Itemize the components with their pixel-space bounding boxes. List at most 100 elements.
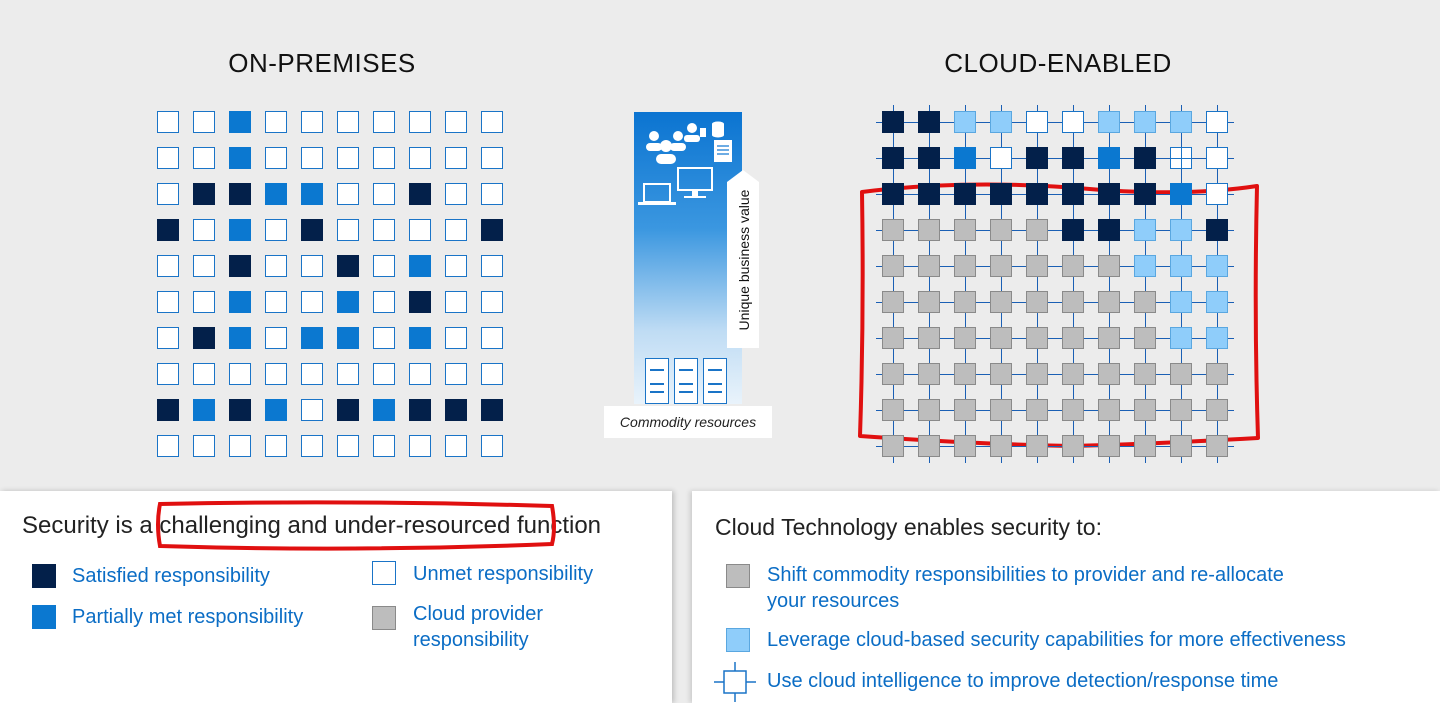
grid-cell: [373, 147, 395, 169]
grid-cell: [229, 363, 251, 385]
grid-cell: [445, 327, 467, 349]
grid-link: [876, 158, 1234, 159]
grid-cell: [1062, 219, 1084, 241]
grid-cell: [1170, 435, 1192, 457]
grid-cell: [301, 219, 323, 241]
grid-link: [1217, 105, 1218, 463]
grid-cell: [265, 147, 287, 169]
grid-cell: [1026, 219, 1048, 241]
grid-cell: [882, 435, 904, 457]
grid-cell: [1098, 219, 1120, 241]
grid-cell: [990, 435, 1012, 457]
value-arrow: [727, 170, 759, 348]
grid-cell: [265, 399, 287, 421]
grid-cell: [337, 291, 359, 313]
grid-link: [965, 105, 966, 463]
grid-cell: [1134, 291, 1156, 313]
item-line: Shift commodity responsibilities to prov…: [767, 564, 1284, 586]
grid-cell: [918, 255, 940, 277]
grid-cell: [337, 399, 359, 421]
grid-cell: [193, 435, 215, 457]
grid-cell: [373, 435, 395, 457]
commodity-resources-label: Commodity resources: [619, 414, 757, 430]
grid-cell: [918, 183, 940, 205]
grid-cell: [1062, 435, 1084, 457]
grid-cell: [1206, 183, 1228, 205]
grid-cell: [229, 219, 251, 241]
grid-cell: [1170, 255, 1192, 277]
grid-cell: [373, 363, 395, 385]
grid-cell: [409, 255, 431, 277]
grid-cell: [1026, 255, 1048, 277]
grid-link: [876, 266, 1234, 267]
grid-cell: [1206, 291, 1228, 313]
grid-cell: [157, 255, 179, 277]
grid-cell: [1170, 111, 1192, 133]
grid-cell: [157, 219, 179, 241]
grid-cell: [1026, 111, 1048, 133]
grid-cell: [481, 363, 503, 385]
grid-cell: [193, 363, 215, 385]
grid-cell: [445, 291, 467, 313]
grid-cell: [193, 147, 215, 169]
grid-cell: [373, 219, 395, 241]
grid-cell: [409, 147, 431, 169]
grid-cell: [1026, 327, 1048, 349]
grid-cell: [1170, 363, 1192, 385]
grid-cell: [301, 111, 323, 133]
shift-swatch: [726, 564, 750, 588]
item-intelligence: Use cloud intelligence to improve detect…: [767, 670, 1279, 692]
grid-cell: [1134, 435, 1156, 457]
grid-cell: [301, 363, 323, 385]
grid-cell: [954, 219, 976, 241]
grid-cell: [918, 111, 940, 133]
grid-cell: [1170, 219, 1192, 241]
grid-cell: [445, 111, 467, 133]
grid-cell: [954, 363, 976, 385]
grid-cell: [481, 111, 503, 133]
grid-cell: [882, 111, 904, 133]
item-line: your resources: [767, 590, 900, 612]
title-text: function: [510, 512, 602, 539]
item-shift: Shift commodity responsibilities to prov…: [767, 562, 1284, 614]
grid-cell: [1134, 327, 1156, 349]
grid-cell: [481, 291, 503, 313]
item-leverage: Leverage cloud-based security capabiliti…: [767, 629, 1346, 651]
grid-cell: [1062, 111, 1084, 133]
grid-cell: [445, 147, 467, 169]
grid-cell: [157, 291, 179, 313]
unique-business-value-label: Unique business value: [736, 189, 752, 331]
grid-cell: [409, 111, 431, 133]
grid-cell: [337, 435, 359, 457]
grid-cell: [157, 183, 179, 205]
grid-cell: [882, 147, 904, 169]
grid-cell: [1206, 435, 1228, 457]
grid-link: [929, 105, 930, 463]
grid-cell: [445, 255, 467, 277]
grid-cell: [157, 147, 179, 169]
grid-cell: [990, 363, 1012, 385]
cloud-enabled-heading: CLOUD-ENABLED: [944, 48, 1172, 78]
grid-cell: [157, 435, 179, 457]
grid-cell: [409, 363, 431, 385]
grid-cell: [265, 111, 287, 133]
title-text: Security is a: [22, 512, 160, 539]
grid-cell: [337, 219, 359, 241]
grid-cell: [990, 147, 1012, 169]
grid-link: [876, 446, 1234, 447]
grid-cell: [1026, 363, 1048, 385]
grid-cell: [409, 291, 431, 313]
grid-cell: [1062, 255, 1084, 277]
highlight-annotation: [858, 182, 1260, 448]
grid-cell: [918, 363, 940, 385]
grid-cell: [481, 399, 503, 421]
grid-cell: [882, 291, 904, 313]
grid-cell: [1026, 183, 1048, 205]
grid-cell: [193, 291, 215, 313]
users-devices-icon: [638, 121, 732, 205]
grid-cell: [445, 363, 467, 385]
grid-cell: [481, 327, 503, 349]
grid-cell: [409, 435, 431, 457]
grid-cell: [481, 183, 503, 205]
grid-cell: [373, 255, 395, 277]
